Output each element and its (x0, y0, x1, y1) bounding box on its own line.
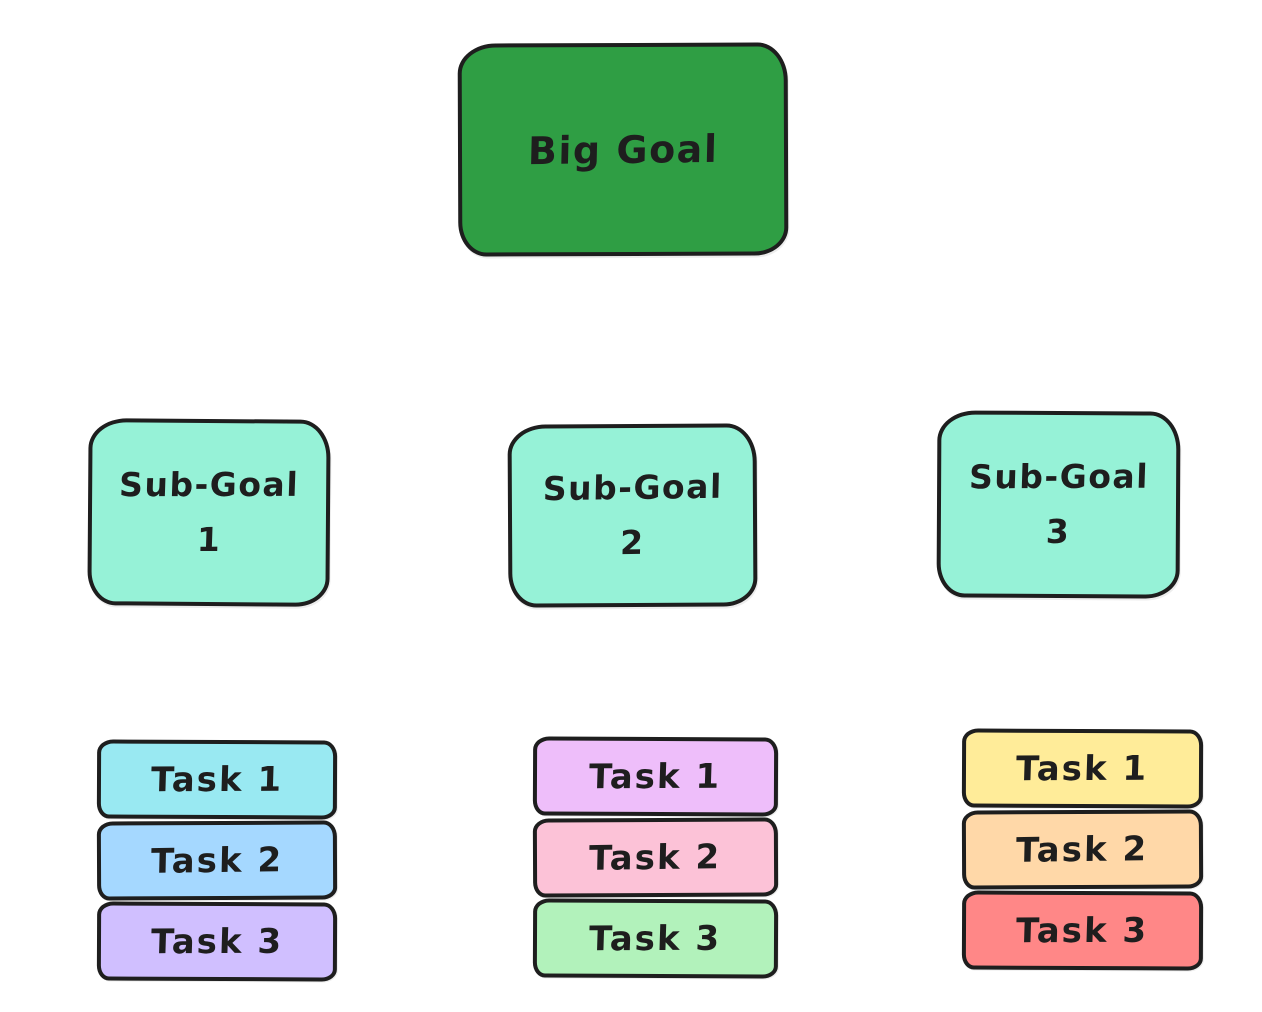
task-stack-1: Task 1 Task 2 Task 3 (96, 739, 338, 982)
big-goal-label: Big Goal (527, 126, 719, 173)
subgoal-2-number: 2 (620, 522, 646, 562)
task-stack-3: Task 1 Task 2 Task 3 (961, 728, 1204, 971)
task-label: Task 3 (588, 918, 723, 959)
task-label: Task 2 (588, 836, 722, 879)
task-label: Task 3 (1015, 910, 1150, 951)
task-node[interactable]: Task 1 (532, 736, 779, 817)
task-node[interactable]: Task 2 (961, 809, 1204, 890)
task-node[interactable]: Task 2 (96, 820, 338, 901)
task-node[interactable]: Task 3 (96, 901, 338, 982)
task-node[interactable]: Task 3 (532, 898, 779, 979)
task-label: Task 3 (150, 921, 284, 962)
task-node[interactable]: Task 2 (532, 817, 779, 898)
subgoal-1-number: 1 (195, 519, 222, 559)
subgoal-2-title: Sub-Goal (541, 466, 723, 509)
task-label: Task 1 (588, 756, 723, 797)
task-node[interactable]: Task 3 (961, 890, 1204, 971)
task-label: Task 2 (1015, 828, 1149, 871)
task-label: Task 2 (150, 839, 284, 882)
subgoal-3-title: Sub-Goal (968, 456, 1150, 497)
task-label: Task 1 (1015, 748, 1150, 789)
big-goal-node[interactable]: Big Goal (457, 42, 789, 257)
subgoal-2-node[interactable]: Sub-Goal 2 (507, 423, 758, 608)
task-label: Task 1 (150, 759, 284, 800)
task-node[interactable]: Task 1 (96, 739, 338, 820)
task-stack-2: Task 1 Task 2 Task 3 (532, 736, 779, 979)
task-node[interactable]: Task 1 (961, 728, 1204, 809)
subgoal-3-number: 3 (1045, 511, 1072, 551)
subgoal-1-title: Sub-Goal (118, 464, 300, 505)
subgoal-1-node[interactable]: Sub-Goal 1 (87, 418, 331, 607)
subgoal-3-node[interactable]: Sub-Goal 3 (936, 410, 1181, 599)
